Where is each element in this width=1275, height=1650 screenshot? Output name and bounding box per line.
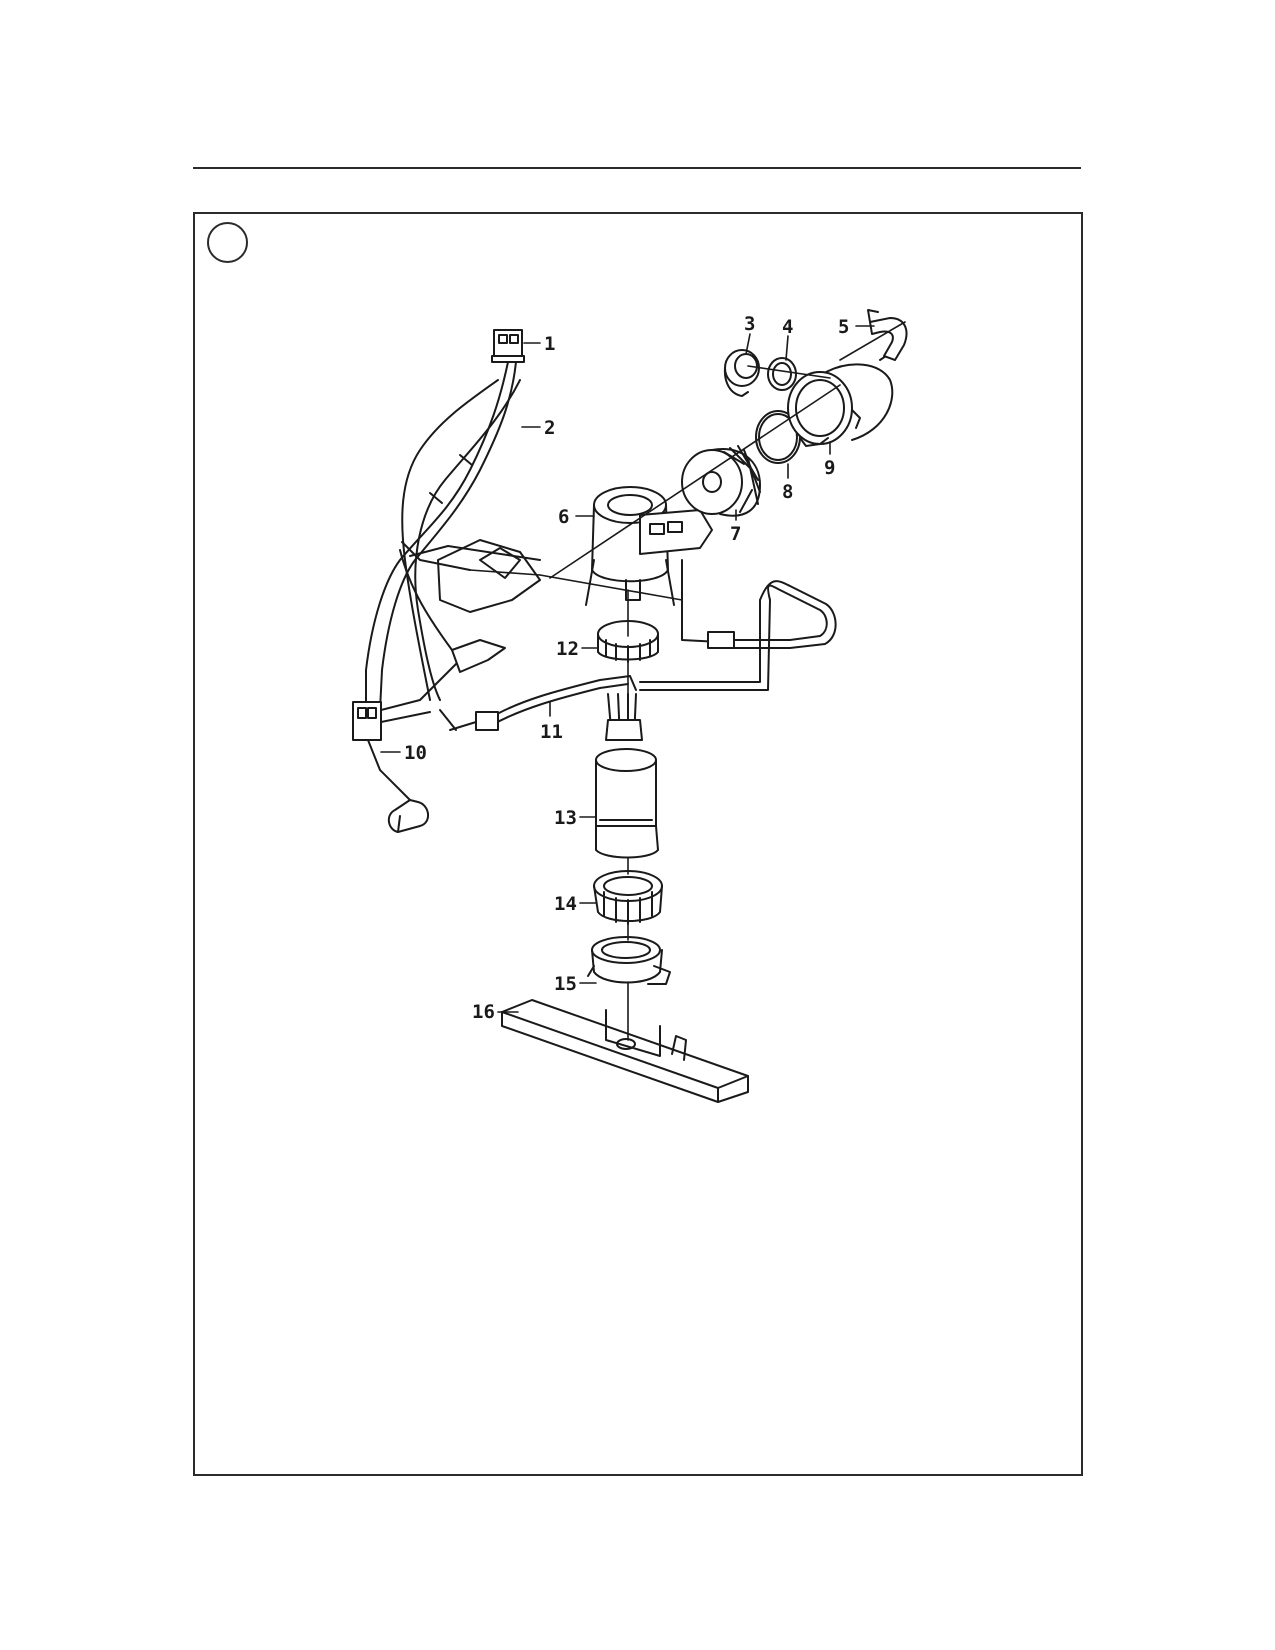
- part-mount: [587, 936, 671, 985]
- figure-marker-circle: [207, 222, 248, 263]
- diagram-frame: [193, 212, 1083, 1476]
- callout-16: 16: [472, 1001, 495, 1023]
- callout-14: 14: [554, 893, 577, 915]
- callout-5: 5: [838, 316, 849, 338]
- callout-12: 12: [556, 638, 579, 660]
- part-level-sender: [352, 649, 471, 833]
- part-seal: [767, 357, 797, 391]
- part-plug: [723, 349, 760, 397]
- part-housing: [585, 486, 713, 606]
- callout-15: 15: [554, 973, 577, 995]
- callout-10: 10: [404, 742, 427, 764]
- part-base-plate: [501, 999, 749, 1103]
- part-wiring-harness: [365, 361, 521, 711]
- part-clip: [867, 309, 908, 361]
- part-fuel-pump: [595, 693, 659, 859]
- leader-lines: [380, 325, 875, 1013]
- header-rule: [193, 167, 1081, 169]
- callout-9: 9: [824, 457, 835, 479]
- part-lock-ring-lower: [593, 870, 663, 925]
- part-wire-lead: [439, 675, 637, 731]
- callout-4: 4: [782, 316, 793, 338]
- callout-11: 11: [540, 721, 563, 743]
- callout-3: 3: [744, 313, 755, 335]
- callout-8: 8: [782, 481, 793, 503]
- part-filter: [681, 445, 761, 517]
- callout-labels: 1 2 3 4 5 6 7 8 9 10 11 12 13 14 15 16: [404, 313, 849, 1023]
- callout-2: 2: [544, 417, 555, 439]
- callout-6: 6: [558, 506, 569, 528]
- part-regulator-cap: [787, 349, 896, 447]
- callout-1: 1: [544, 333, 555, 355]
- callout-13: 13: [554, 807, 577, 829]
- part-bracket: [399, 539, 541, 673]
- part-connector: [491, 329, 525, 363]
- assembly-guide-lines: [469, 321, 906, 1041]
- callout-7: 7: [730, 523, 741, 545]
- part-fuel-line-right: [639, 559, 837, 691]
